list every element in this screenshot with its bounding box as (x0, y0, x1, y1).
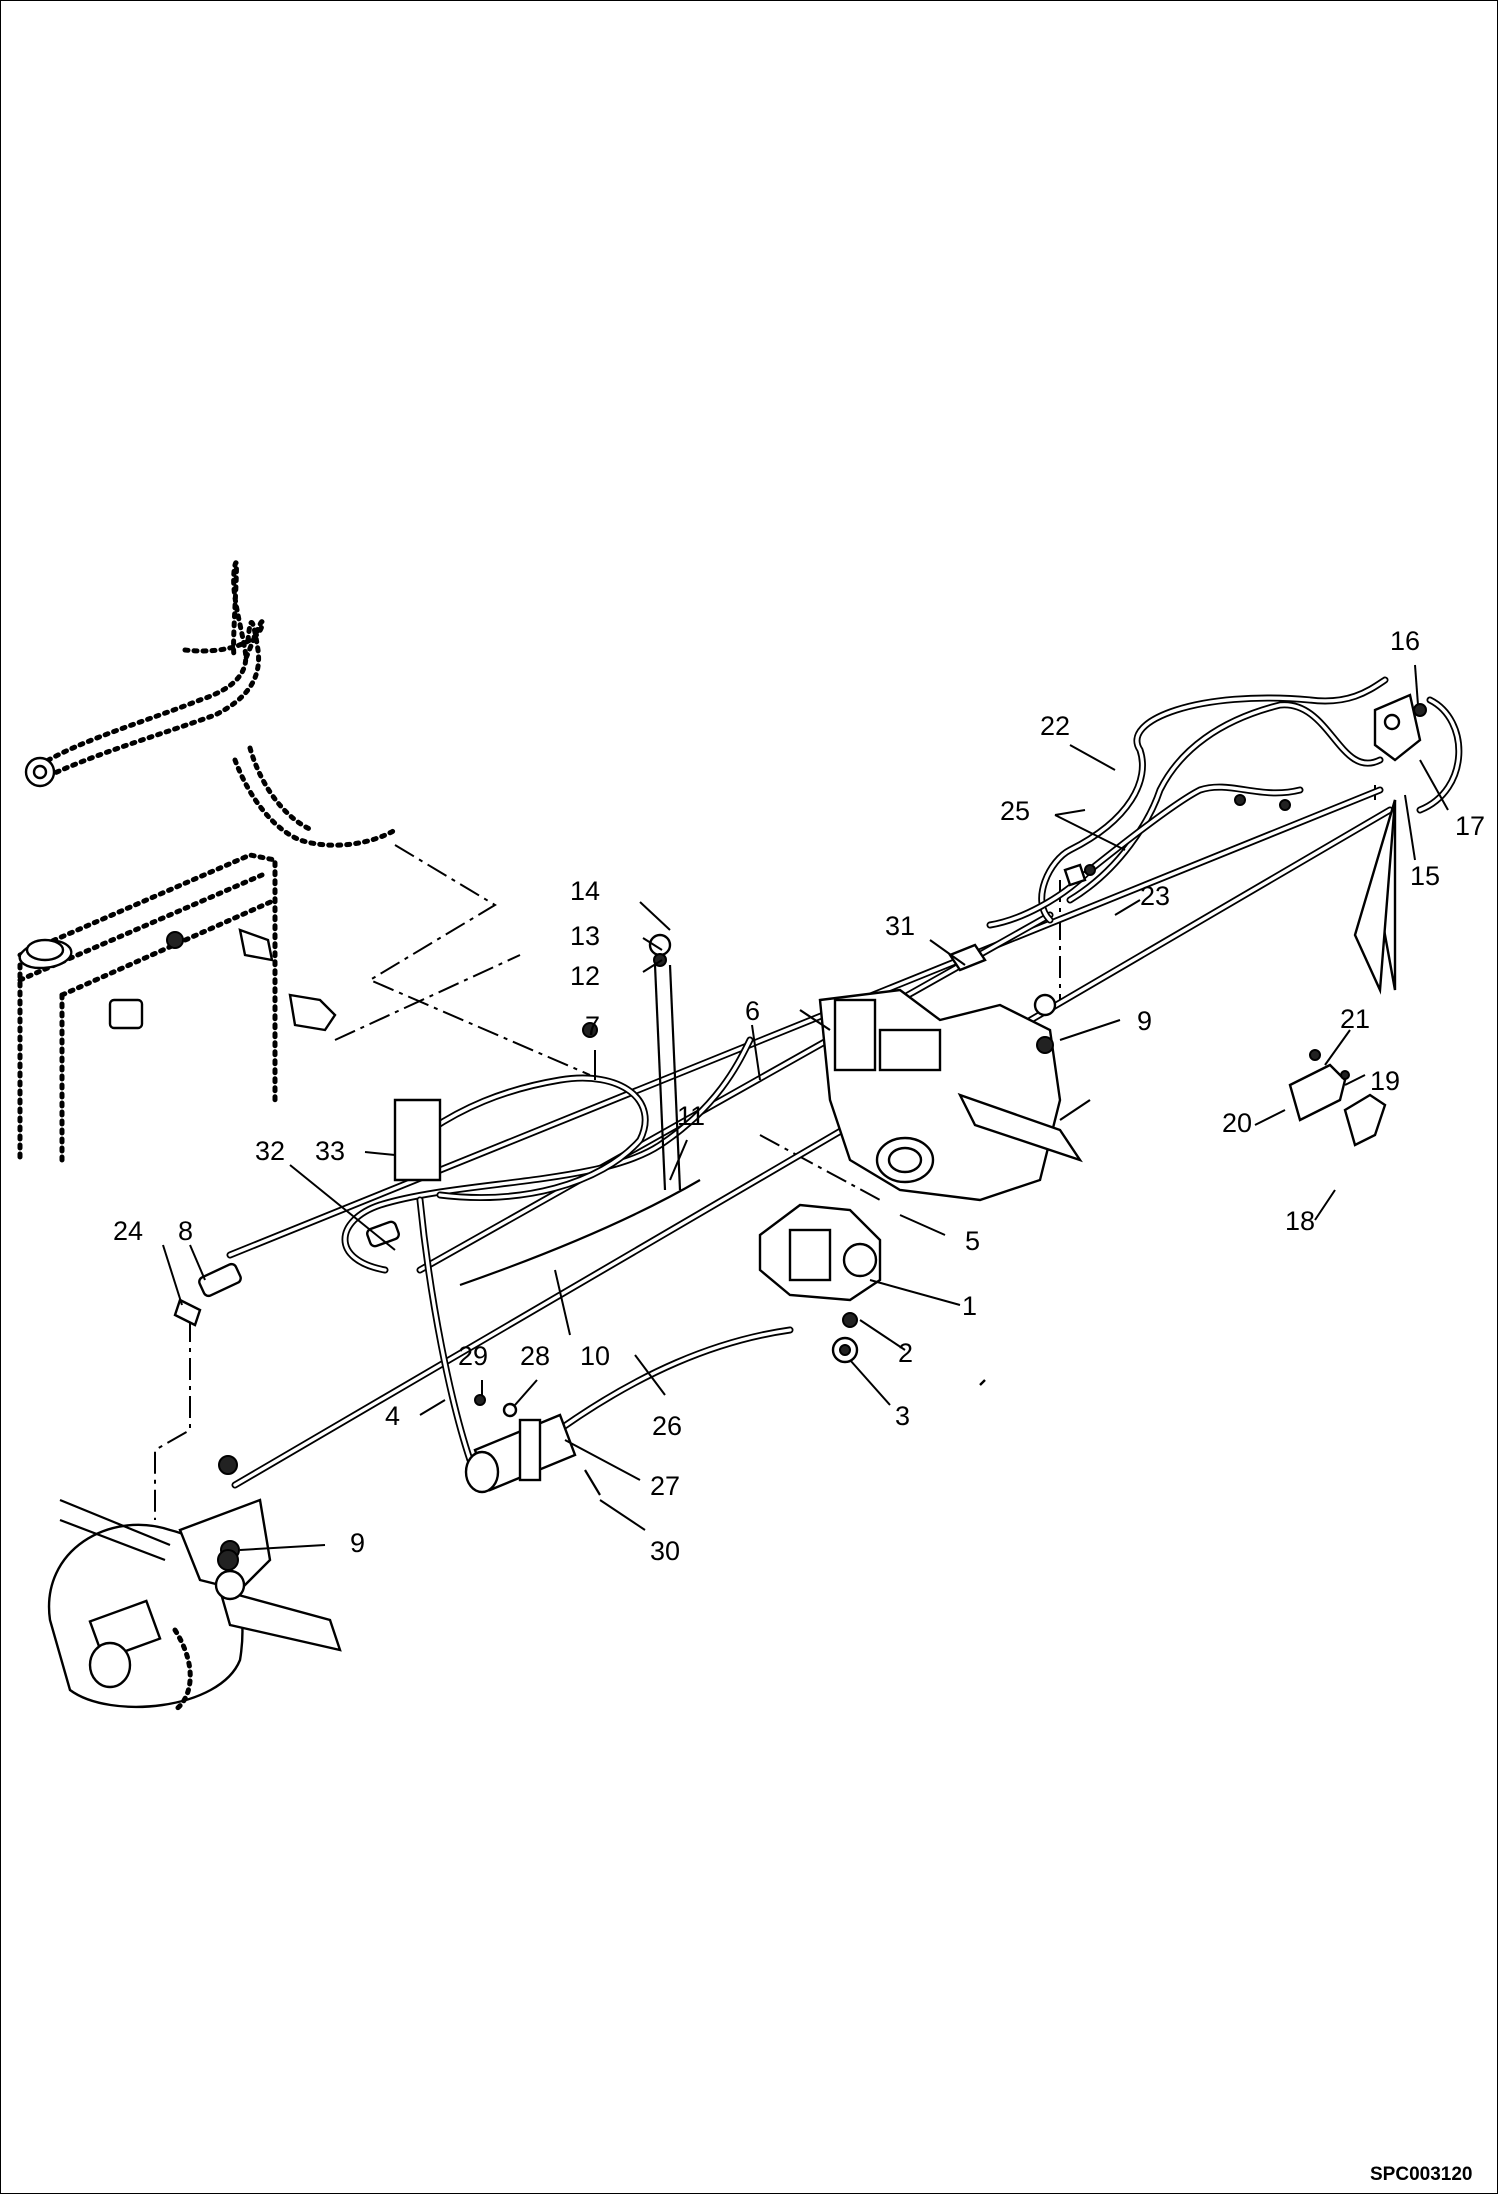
callout-18: 18 (1285, 1206, 1315, 1236)
cylinder-26-assembly (464, 1394, 601, 1496)
callout-leaders (162, 664, 1449, 1551)
callout-11: 11 (677, 1101, 705, 1131)
steel-lines (226, 786, 1394, 1489)
hydraulic-pump (758, 1203, 882, 1364)
callout-19: 19 (1370, 1066, 1400, 1096)
callout-10: 10 (580, 1341, 610, 1371)
callout-15: 15 (1410, 861, 1440, 891)
callout-30: 30 (650, 1536, 680, 1566)
callout-12: 12 (570, 961, 600, 991)
callout-31: 31 (885, 911, 915, 941)
callout-1: 1 (962, 1291, 977, 1321)
clips-and-fittings (173, 794, 1397, 1571)
callout-7: 7 (585, 1011, 600, 1041)
callout-8: 8 (178, 1216, 193, 1246)
background-frame-outline (17, 560, 398, 1163)
callout-6: 6 (745, 996, 760, 1026)
callout-2: 2 (898, 1338, 913, 1368)
callout-32: 32 (255, 1136, 285, 1166)
callout-26: 26 (652, 1411, 682, 1441)
callout-33: 33 (315, 1136, 345, 1166)
drawing-code: SPC003120 (1370, 2164, 1472, 2185)
callout-29: 29 (458, 1341, 488, 1371)
callout-23: 23 (1140, 881, 1170, 911)
callout-28: 28 (520, 1341, 550, 1371)
callout-9-upper: 9 (1137, 1006, 1152, 1036)
callout-21: 21 (1340, 1004, 1370, 1034)
callout-13: 13 (570, 921, 600, 951)
callout-9-lower: 9 (350, 1528, 365, 1558)
routing-centerlines (154, 785, 1376, 1520)
valve-block-center (799, 988, 1091, 1202)
callout-20: 20 (1222, 1108, 1252, 1138)
callout-3: 3 (895, 1401, 910, 1431)
callout-24: 24 (113, 1216, 143, 1246)
callout-4: 4 (385, 1401, 400, 1431)
flexible-hoses (341, 676, 1463, 1464)
callout-27: 27 (650, 1471, 680, 1501)
callout-17: 17 (1455, 811, 1485, 841)
front-axle-housing (47, 1498, 342, 1713)
callout-labels: 1 2 3 4 5 6 7 8 9 9 10 11 12 13 14 15 16… (113, 626, 1485, 1566)
callout-16: 16 (1390, 626, 1420, 656)
callout-25: 25 (1000, 796, 1030, 826)
callout-22: 22 (1040, 711, 1070, 741)
callout-5: 5 (965, 1226, 980, 1256)
rear-valve-and-brackets (1288, 693, 1427, 1147)
callout-14: 14 (570, 876, 600, 906)
